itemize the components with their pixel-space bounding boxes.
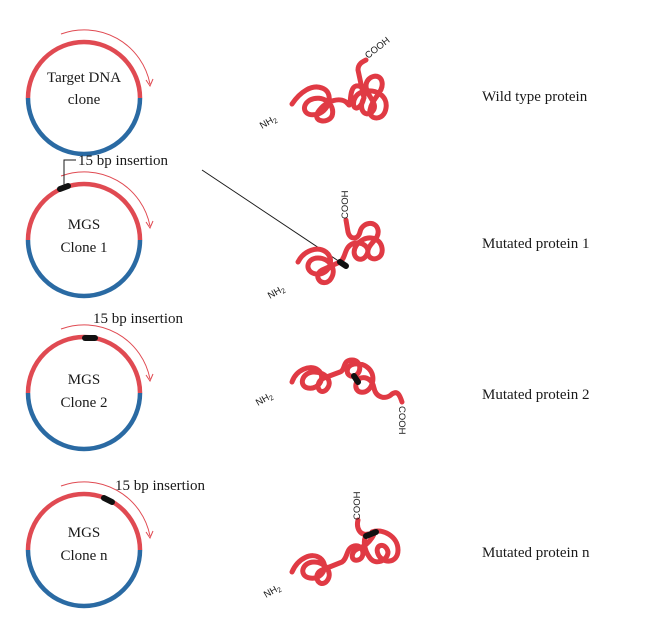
plasmid-clone-1: MGS Clone 1: [25, 171, 154, 299]
insertion-label: 15 bp insertion: [78, 153, 168, 169]
row-target-dna: Target DNA clone COOH NH2 Wild type prot…: [25, 29, 588, 157]
cooh-label: COOH: [340, 190, 351, 219]
plasmid-label-line1: Target DNA: [47, 70, 121, 86]
plasmid-clone-n: MGS Clone n: [25, 481, 154, 609]
nh2-label: NH2: [266, 283, 287, 302]
plasmid-clone-2: MGS Clone 2: [25, 324, 154, 452]
plasmid-blue-arc: [25, 97, 143, 157]
nh2-label: NH2: [254, 390, 275, 409]
protein-label: Mutated protein 2: [482, 387, 589, 403]
orf-arrow-head: [145, 78, 154, 88]
orf-arrow-arc: [60, 481, 151, 537]
plasmid-blue-arc: [25, 392, 143, 452]
protein-label: Mutated protein 1: [482, 236, 589, 252]
orf-arrow-head: [145, 373, 154, 383]
protein-mutated-n: COOH NH2: [262, 491, 401, 601]
protein-mutated-2: COOH NH2: [254, 357, 407, 435]
plasmid-label-line1: MGS: [68, 525, 101, 541]
row-clone-1: MGS Clone 1 15 bp insertion COOH NH2 Mut…: [25, 153, 589, 302]
plasmid-red-arc: [25, 39, 143, 99]
insertion-bracket: [63, 159, 76, 186]
plasmid-label-line2: Clone 2: [60, 395, 107, 411]
cooh-label: COOH: [363, 35, 392, 61]
cooh-label: COOH: [396, 406, 407, 435]
protein-label: Wild type protein: [482, 89, 588, 105]
plasmid-label-line1: MGS: [68, 372, 101, 388]
protein-wild-type: COOH NH2: [258, 35, 392, 132]
protein-chain: [289, 57, 389, 124]
row-clone-2: MGS Clone 2 15 bp insertion COOH NH2 Mut…: [25, 311, 589, 452]
insertion-marker: [363, 529, 379, 539]
protein-label: Mutated protein n: [482, 545, 590, 561]
insertion-marker: [101, 495, 115, 505]
protein-chain: [295, 217, 385, 286]
protein-chain: [289, 517, 401, 586]
orf-arrow-arc: [60, 171, 151, 227]
plasmid-blue-arc: [25, 239, 143, 299]
plasmid-label-line2: Clone 1: [60, 240, 107, 256]
row-clone-n: MGS Clone n 15 bp insertion COOH NH2 Mut…: [25, 478, 590, 609]
plasmid-target-dna: Target DNA clone: [25, 29, 154, 157]
plasmid-blue-arc: [25, 549, 143, 609]
plasmid-label-line2: Clone n: [60, 548, 108, 564]
nh2-label: NH2: [258, 113, 279, 132]
insertion-label: 15 bp insertion: [93, 311, 183, 327]
plasmid-label-line2: clone: [68, 92, 101, 108]
orf-arrow-head: [145, 530, 154, 540]
orf-arrow-head: [145, 220, 154, 230]
plasmid-red-arc: [25, 181, 143, 241]
plasmid-label-line1: MGS: [68, 217, 101, 233]
insertion-marker: [337, 259, 349, 269]
orf-arrow-arc: [60, 29, 151, 85]
insertion-marker: [351, 373, 361, 385]
orf-arrow-arc: [60, 324, 151, 380]
plasmid-red-arc: [25, 491, 143, 551]
protein-chain: [289, 357, 405, 405]
insertion-marker: [57, 183, 71, 192]
protein-mutated-1: COOH NH2: [266, 190, 385, 302]
nh2-label: NH2: [262, 582, 283, 601]
cooh-label: COOH: [352, 491, 363, 520]
insertion-label: 15 bp insertion: [115, 478, 205, 494]
